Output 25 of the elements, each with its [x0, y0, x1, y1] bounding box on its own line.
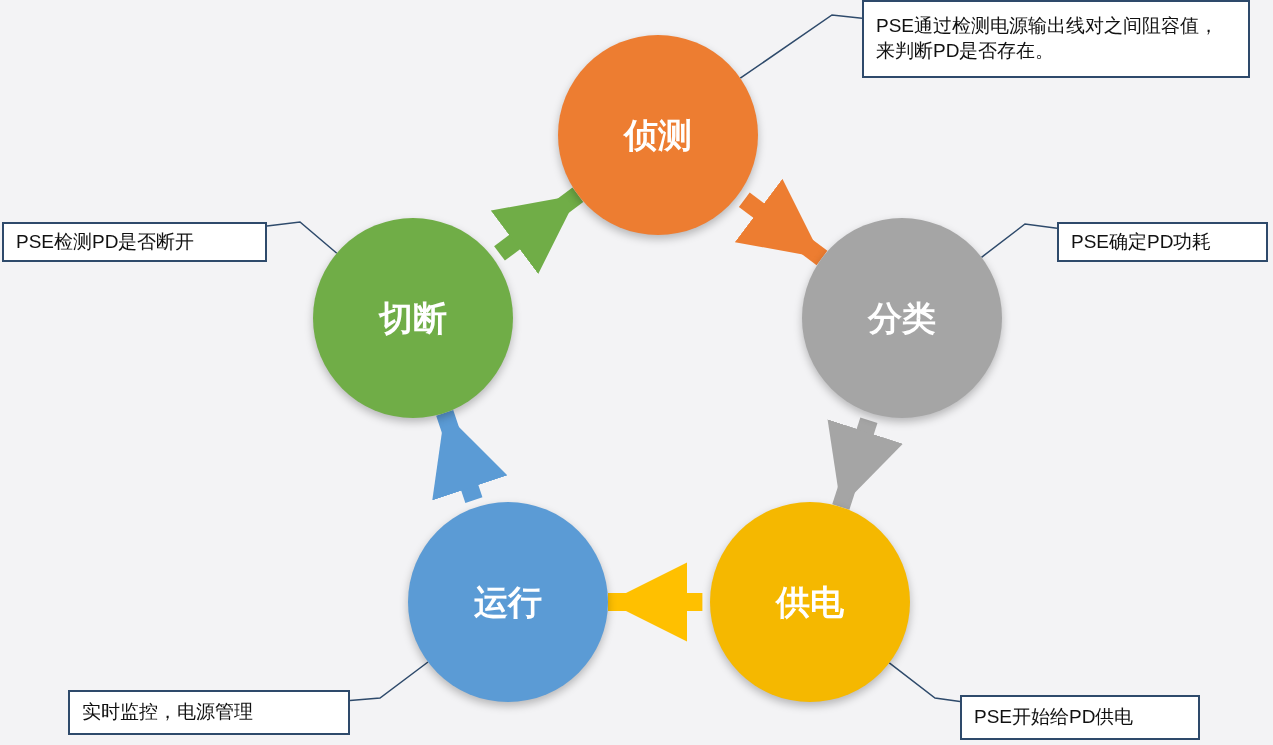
callout-text: PSE确定PD功耗 [1071, 229, 1212, 254]
callout-text: PSE通过检测电源输出线对之间阻容值，来判断PD是否存在。 [876, 14, 1220, 63]
leader-line [266, 221, 338, 255]
stage-label: 侦测 [624, 114, 692, 156]
stage-label: 运行 [474, 581, 542, 623]
callout-box [1057, 222, 1268, 262]
stage-label: 分类 [868, 297, 936, 339]
callout-text: 实时监控，电源管理 [82, 700, 253, 725]
callout-box [960, 695, 1200, 740]
callout-text: PSE开始给PD供电 [974, 705, 1134, 730]
leader-line [739, 14, 863, 79]
leader-line [349, 661, 429, 702]
block-arrow [734, 178, 828, 266]
block-arrow [432, 409, 508, 503]
block-arrow [490, 187, 584, 274]
leader-line [980, 223, 1058, 259]
callout-box [2, 222, 267, 262]
callout-box [68, 690, 350, 735]
callout-box [862, 0, 1250, 78]
block-arrow [827, 417, 903, 510]
leader-line [888, 662, 961, 703]
stage-label: 供电 [776, 581, 844, 623]
callout-text: PSE检测PD是否断开 [16, 229, 195, 254]
block-arrow [608, 562, 703, 642]
stage-label: 切断 [379, 297, 447, 339]
